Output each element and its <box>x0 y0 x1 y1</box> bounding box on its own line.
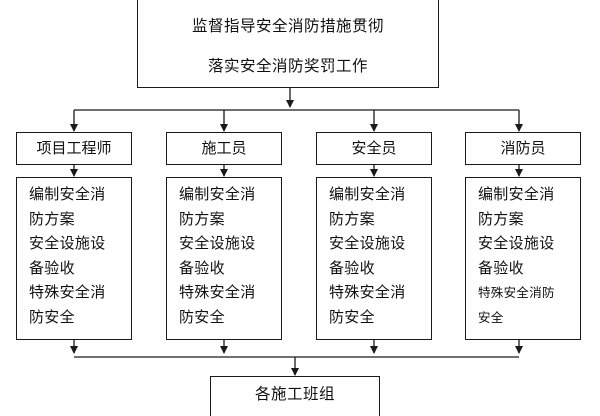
duty-line: 编制安全消 <box>478 185 555 203</box>
supervision-line-2: 落实安全消防奖罚工作 <box>207 57 368 75</box>
duty-line: 特殊安全消 <box>179 283 256 301</box>
duty-line: 备验收 <box>329 258 375 277</box>
duty-line: 安全 <box>478 310 504 325</box>
duty-line: 编制安全消 <box>329 185 406 203</box>
role-box-safety-officer: 安全员 <box>316 132 432 165</box>
role-box-firefighter: 消防员 <box>465 132 581 165</box>
duty-box-safety-officer: 编制安全消 防方案 安全设施设 备验收 特殊安全消 防安全 <box>316 177 432 340</box>
duty-line: 备验收 <box>179 258 225 277</box>
construction-teams-box: 各施工班组 <box>210 376 380 416</box>
duty-line: 防方案 <box>478 209 524 228</box>
duty-line: 安全设施设 <box>29 234 106 252</box>
duty-box-construction-worker: 编制安全消 防方案 安全设施设 备验收 特殊安全消 防安全 <box>166 177 282 340</box>
duty-line: 防安全 <box>29 307 75 326</box>
duty-line: 防方案 <box>29 209 75 228</box>
duty-line: 特殊安全消防 <box>478 285 555 300</box>
duty-line: 防安全 <box>329 307 375 326</box>
duty-line: 防安全 <box>179 307 225 326</box>
duty-line: 编制安全消 <box>179 185 256 203</box>
duty-line: 安全设施设 <box>329 234 406 252</box>
duty-line: 特殊安全消 <box>329 283 406 301</box>
duty-line: 防方案 <box>179 209 225 228</box>
duty-box-firefighter: 编制安全消 防方案 安全设施设 备验收 特殊安全消防 安全 <box>465 177 581 340</box>
duty-line: 编制安全消 <box>29 185 106 203</box>
duty-line: 安全设施设 <box>478 234 555 252</box>
duty-box-project-engineer: 编制安全消 防方案 安全设施设 备验收 特殊安全消 防安全 <box>16 177 132 340</box>
duty-line: 防方案 <box>329 209 375 228</box>
duty-line: 备验收 <box>29 258 75 277</box>
duty-line: 特殊安全消 <box>29 283 106 301</box>
duty-line: 备验收 <box>478 258 524 277</box>
flow-connectors <box>70 88 523 376</box>
duty-line: 安全设施设 <box>179 234 256 252</box>
supervision-line-1: 监督指导安全消防措施贯彻 <box>191 17 384 35</box>
supervision-box: 监督指导安全消防措施贯彻 落实安全消防奖罚工作 <box>137 0 439 88</box>
role-box-construction-worker: 施工员 <box>166 132 282 165</box>
role-box-project-engineer: 项目工程师 <box>16 132 132 165</box>
